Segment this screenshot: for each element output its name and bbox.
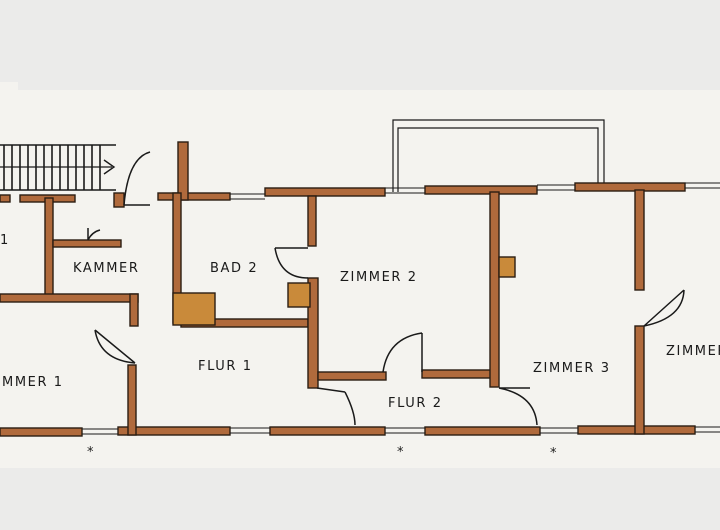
room-label-zimmer-1: MMER 1 [2, 375, 64, 390]
room-label-zimmer-2: ZIMMER 2 [340, 270, 418, 285]
walls [0, 141, 696, 437]
room-label-zimmer-3: ZIMMER 3 [533, 361, 611, 376]
room-label-zimmer-4: ZIMMER [666, 344, 720, 359]
balcony-outline [392, 119, 605, 192]
paper-sheet [0, 90, 720, 468]
asterisk-mark: * [550, 446, 558, 461]
asterisk-mark: * [397, 445, 405, 460]
room-label-kammer: KAMMER [73, 261, 139, 276]
room-label-edge-left: 1 [0, 233, 10, 248]
windows [82, 182, 720, 435]
chimneys [172, 256, 516, 326]
room-label-flur-1: FLUR 1 [198, 359, 253, 374]
paper-corner-left [0, 82, 18, 102]
room-label-bad-2: BAD 2 [210, 261, 258, 276]
staircase [0, 144, 116, 191]
doors [87, 151, 685, 426]
paper-corner-top [380, 96, 720, 106]
asterisk-mark: * [87, 445, 95, 460]
room-label-flur-2: FLUR 2 [388, 396, 443, 411]
